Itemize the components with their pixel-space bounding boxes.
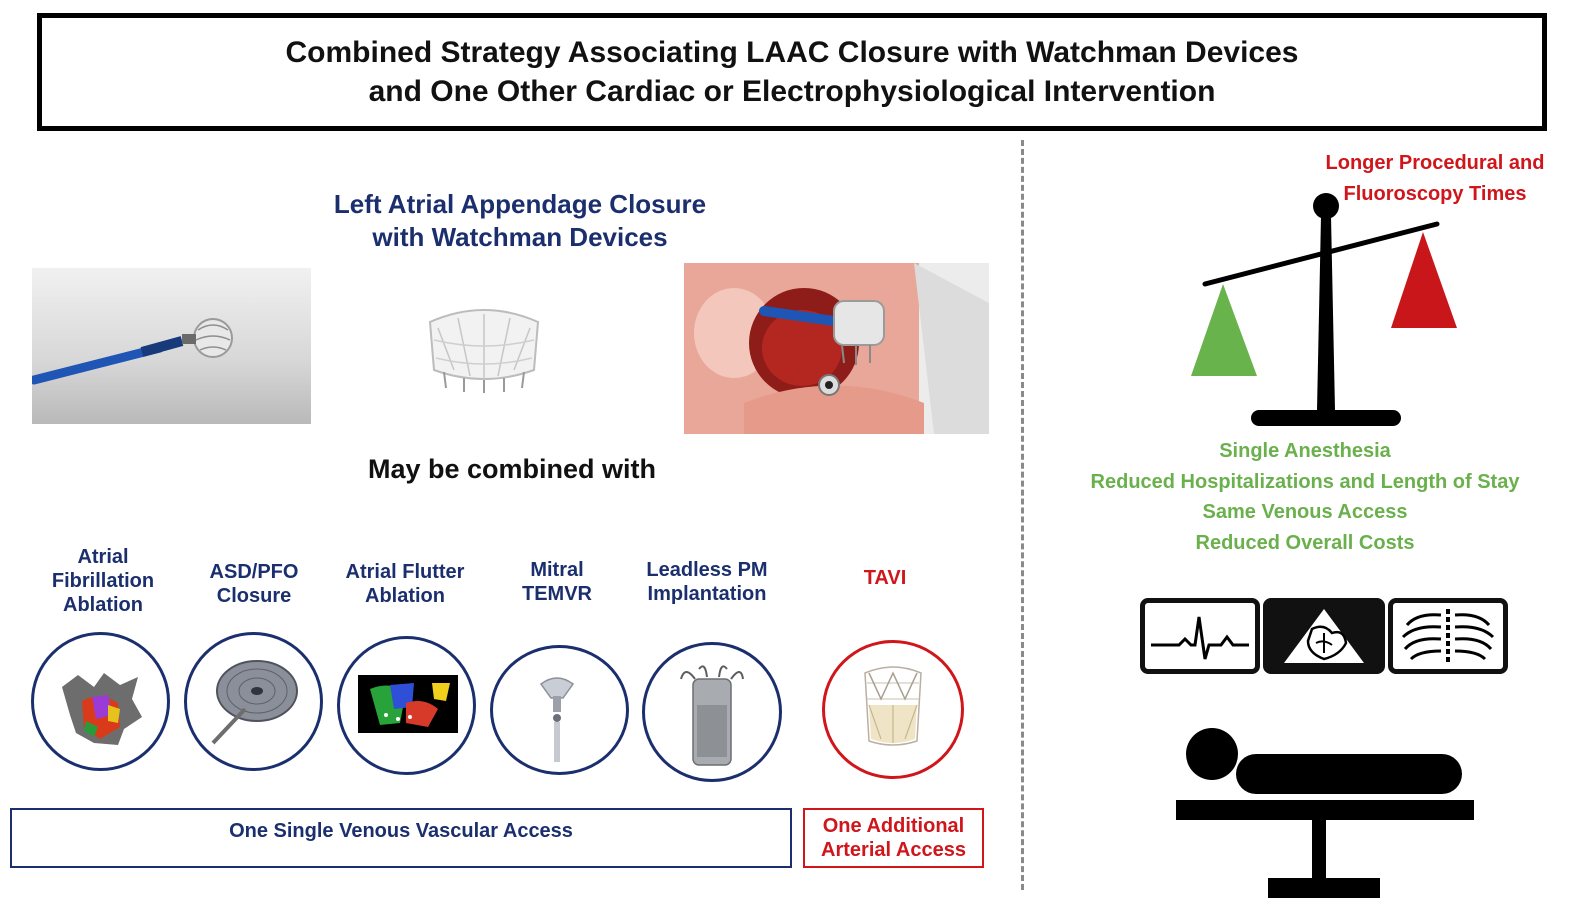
laa-anatomy-image bbox=[684, 263, 989, 434]
procedure-label-flutter: Atrial Flutter Ablation bbox=[345, 561, 465, 607]
xray-monitor-icon bbox=[1388, 598, 1508, 674]
echo-monitor-icon bbox=[1263, 598, 1385, 674]
flutter-map-icon bbox=[358, 675, 458, 733]
af-ablation-circle bbox=[31, 632, 170, 771]
laac-heading-line-2: with Watchman Devices bbox=[372, 222, 668, 252]
mitral-clip-icon bbox=[539, 677, 575, 762]
tavi-circle bbox=[822, 640, 964, 779]
laac-heading: Left Atrial Appendage Closure with Watch… bbox=[300, 188, 740, 254]
asd-pfo-circle bbox=[184, 632, 323, 771]
procedure-label-leadless-pm: Leadless PM Implantation bbox=[646, 559, 768, 605]
ecg-monitor-icon bbox=[1140, 598, 1260, 674]
arterial-access-box: One Additional Arterial Access bbox=[803, 808, 984, 868]
benefit-item: Reduced Hospitalizations and Length of S… bbox=[1090, 470, 1520, 493]
benefit-item: Same Venous Access bbox=[1202, 501, 1408, 523]
combined-with-text: May be combined with bbox=[367, 454, 657, 484]
occluder-disc-icon bbox=[211, 660, 298, 745]
benefits-list: Single Anesthesia Reduced Hospitalizatio… bbox=[1050, 436, 1560, 558]
drawback-weight bbox=[1391, 232, 1457, 328]
title-line-2: and One Other Cardiac or Electrophysiolo… bbox=[368, 75, 1216, 108]
af-ablation-map-icon bbox=[62, 673, 142, 745]
mitral-circle bbox=[490, 645, 629, 775]
drawback-text: Longer Procedural and Fluoroscopy Times bbox=[1325, 152, 1545, 205]
watchman-device-image bbox=[428, 309, 540, 393]
procedure-label-mitral: Mitral TEMVR bbox=[522, 559, 592, 605]
venous-access-label: One Single Venous Vascular Access bbox=[229, 820, 573, 842]
benefit-weight bbox=[1191, 284, 1257, 376]
procedure-label-af-ablation: Atrial Fibrillation Ablation bbox=[51, 546, 155, 616]
arterial-access-label: One Additional Arterial Access bbox=[821, 815, 966, 861]
panel-divider bbox=[1021, 140, 1024, 890]
leadless-pacemaker-icon bbox=[680, 665, 744, 766]
flutter-circle bbox=[337, 636, 476, 775]
benefit-item: Single Anesthesia bbox=[1219, 440, 1391, 462]
title-box: Combined Strategy Associating LAAC Closu… bbox=[37, 13, 1547, 131]
watchman-delivery-catheter-image bbox=[32, 268, 311, 424]
patient-on-table-icon bbox=[1176, 728, 1474, 898]
laac-heading-line-1: Left Atrial Appendage Closure bbox=[333, 189, 707, 219]
procedure-label-asd-pfo: ASD/PFO Closure bbox=[209, 561, 299, 607]
leadless-pm-circle bbox=[642, 642, 782, 782]
balance-scale-icon bbox=[1191, 193, 1457, 426]
benefit-item: Reduced Overall Costs bbox=[1195, 531, 1415, 554]
procedure-label-tavi: TAVI bbox=[863, 567, 907, 589]
tavi-valve-icon bbox=[864, 666, 922, 746]
venous-access-box: One Single Venous Vascular Access bbox=[10, 808, 792, 868]
title-line-1: Combined Strategy Associating LAAC Closu… bbox=[285, 36, 1299, 69]
